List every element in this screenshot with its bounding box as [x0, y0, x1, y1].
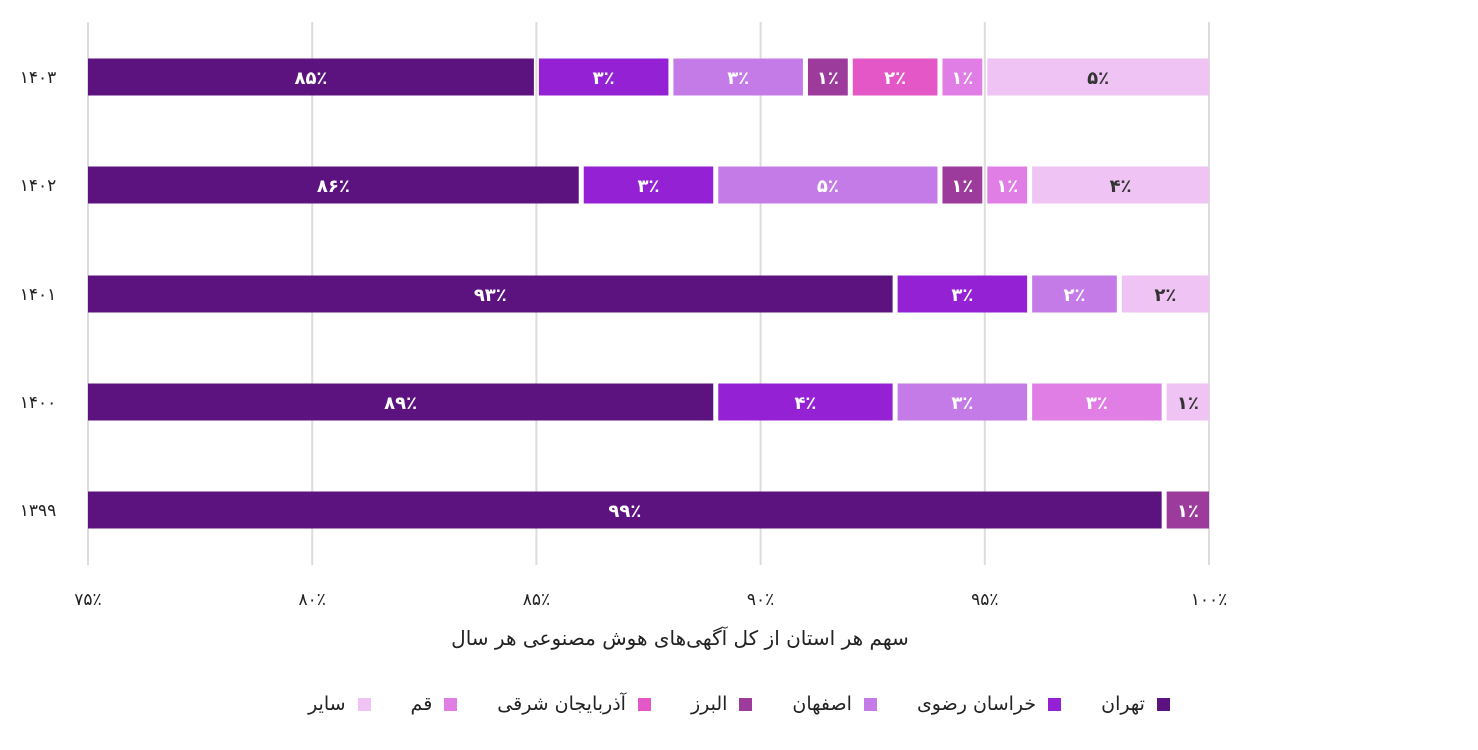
x-tick-label: ۹۵٪	[971, 590, 998, 610]
bar-segment	[1166, 491, 1209, 529]
data-label: ۳٪	[593, 68, 615, 89]
legend-item: تهران	[1101, 693, 1170, 715]
bar-segment	[942, 58, 983, 96]
data-label: ۸۹٪	[384, 393, 417, 414]
legend-swatch	[739, 697, 753, 711]
bar-segment	[718, 383, 893, 421]
bar-segment	[942, 166, 983, 204]
y-category-label: ۱۴۰۰	[20, 393, 57, 413]
legend: تهران خراسان رضوی اصفهان البرز آذربایجان شرق…	[0, 686, 1478, 722]
bar-segment	[987, 166, 1028, 204]
data-label: ۱٪	[1177, 393, 1199, 414]
x-tick-label: ۸۰٪	[298, 590, 325, 610]
data-label: ۱٪	[817, 68, 839, 89]
data-label: ۵٪	[1087, 68, 1109, 89]
x-tick-label: ۹۰٪	[747, 590, 774, 610]
legend-label: خراسان رضوی	[916, 693, 1037, 715]
data-label: ۵٪	[817, 176, 839, 197]
legend-item: خراسان رضوی	[916, 693, 1062, 715]
bar-segment	[538, 58, 669, 96]
bar-segment	[673, 58, 803, 96]
y-category-label: ۱۴۰۱	[20, 285, 57, 305]
x-axis-title: سهم هر استان از کل آگهی‌های هوش مصنوعی ه…	[451, 626, 909, 650]
legend-swatch	[1156, 697, 1170, 711]
bar-segment	[88, 491, 1162, 529]
data-label: ۸۶٪	[317, 176, 350, 197]
data-label: ۱٪	[951, 68, 973, 89]
legend-item: اصفهان	[792, 693, 877, 715]
bar-segment	[1032, 383, 1162, 421]
data-label: ۲٪	[1154, 285, 1176, 306]
legend-swatch	[637, 697, 651, 711]
bar-segment	[583, 166, 714, 204]
bar-segment	[88, 166, 579, 204]
legend-item: آذربایجان شرقی	[497, 693, 651, 715]
bar-segment	[897, 275, 1028, 313]
data-label: ۲٪	[1063, 285, 1085, 306]
data-label: ۸۵٪	[294, 68, 327, 89]
legend-label: تهران	[1101, 693, 1145, 715]
bar-segment	[1166, 383, 1209, 421]
bar-segment	[807, 58, 848, 96]
data-label: ۳٪	[727, 68, 749, 89]
legend-item: سایر	[308, 693, 371, 715]
bar-segment	[987, 58, 1209, 96]
legend-label: اصفهان	[792, 693, 852, 715]
data-label: ۹۳٪	[474, 285, 507, 306]
legend-swatch	[444, 697, 458, 711]
bar-segment	[1121, 275, 1209, 313]
bar-segment	[88, 383, 714, 421]
data-label: ۱٪	[1177, 501, 1199, 522]
x-tick-label: ۷۵٪	[74, 590, 101, 610]
legend-label: سایر	[308, 693, 346, 715]
bar-segment	[88, 58, 534, 96]
y-category-label: ۱۴۰۳	[20, 68, 57, 88]
legend-swatch	[863, 697, 877, 711]
x-tick-label: ۸۵٪	[523, 590, 550, 610]
legend-item: البرز	[690, 693, 753, 715]
data-label: ۹۹٪	[608, 501, 641, 522]
bar-segment	[897, 383, 1028, 421]
data-label: ۳٪	[951, 393, 973, 414]
data-label: ۳٪	[1086, 393, 1108, 414]
bar-segment	[852, 58, 938, 96]
y-category-label: ۱۳۹۹	[20, 501, 57, 521]
legend-label: قم	[410, 693, 433, 715]
legend-swatch	[357, 697, 371, 711]
x-tick-label: ۱۰۰٪	[1191, 590, 1228, 610]
bar-segment	[1032, 166, 1209, 204]
chart-plot-area: ۷۵٪ ۸۰٪ ۸۵٪ ۹۰٪ ۹۵٪ ۱۰۰٪ ۱۴۰۳ ۱۴۰۲ ۱۴۰۱ ۱۴۰۰ ۱۳۹۹ ۸…	[20, 22, 1228, 610]
data-label: ۲٪	[884, 68, 906, 89]
data-label: ۱٪	[951, 176, 973, 197]
data-label: ۳٪	[951, 285, 973, 306]
legend-item: قم	[411, 693, 458, 715]
data-label: ۴٪	[794, 393, 816, 414]
data-label: ۳٪	[638, 176, 660, 197]
y-category-label: ۱۴۰۲	[20, 176, 57, 196]
bar-segment	[1032, 275, 1117, 313]
data-label: ۴٪	[1110, 176, 1132, 197]
legend-label: البرز	[690, 693, 728, 715]
data-label: ۱٪	[996, 176, 1018, 197]
legend-swatch	[1048, 697, 1062, 711]
bar-segment	[88, 275, 893, 313]
legend-label: آذربایجان شرقی	[497, 693, 626, 715]
bar-segment	[718, 166, 938, 204]
